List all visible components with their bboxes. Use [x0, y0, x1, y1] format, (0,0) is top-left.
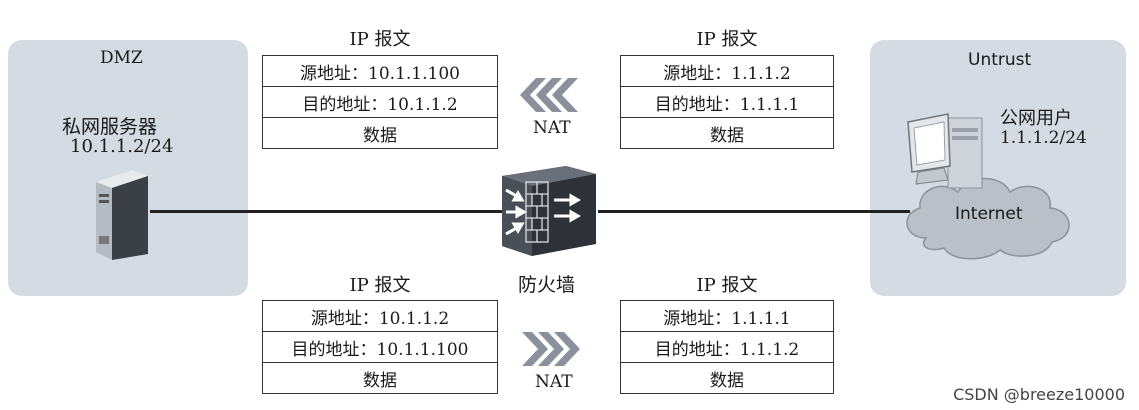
untrust-zone-title: Untrust: [968, 50, 1031, 70]
packet-data: 数据: [263, 363, 498, 394]
nat-left-arrow-icon: [518, 78, 582, 112]
packet-bottom-left: 源地址：10.1.1.2 目的地址：10.1.1.100 数据: [262, 300, 498, 394]
internet-label: Internet: [955, 204, 1023, 224]
packet-top-left: 源地址：10.1.1.100 目的地址：10.1.1.2 数据: [262, 55, 498, 149]
packet-destination-address: 目的地址：10.1.1.100: [263, 332, 498, 363]
dmz-zone-title: DMZ: [100, 48, 143, 68]
packet-source-address: 源地址：10.1.1.2: [263, 301, 498, 332]
packet-source-address: 源地址：10.1.1.100: [263, 56, 498, 87]
link-firewall-internet: [598, 210, 910, 213]
packet-destination-address: 目的地址：10.1.1.2: [263, 87, 498, 118]
public-user-ip: 1.1.1.2/24: [1000, 128, 1087, 148]
packet-top-right-title: IP 报文: [620, 25, 834, 51]
firewall-label: 防火墙: [518, 270, 575, 297]
packet-destination-address: 目的地址：1.1.1.2: [621, 332, 834, 363]
nat-bottom-label: NAT: [535, 372, 573, 392]
nat-top-label: NAT: [533, 118, 571, 138]
firewall-icon: [496, 160, 602, 260]
packet-source-address: 源地址：1.1.1.2: [621, 56, 834, 87]
watermark: CSDN @breeze10000: [953, 385, 1125, 404]
packet-top-left-title: IP 报文: [262, 25, 498, 51]
packet-data: 数据: [621, 363, 834, 394]
packet-data: 数据: [621, 118, 834, 149]
packet-bottom-left-title: IP 报文: [262, 271, 498, 297]
server-name: 私网服务器: [62, 112, 157, 139]
packet-bottom-right: 源地址：1.1.1.1 目的地址：1.1.1.2 数据: [620, 300, 834, 394]
packet-destination-address: 目的地址：1.1.1.1: [621, 87, 834, 118]
packet-data: 数据: [263, 118, 498, 149]
nat-right-arrow-icon: [520, 332, 584, 366]
packet-top-right: 源地址：1.1.1.2 目的地址：1.1.1.1 数据: [620, 55, 834, 149]
public-user-name: 公网用户: [1000, 104, 1072, 130]
server-icon: [88, 166, 154, 262]
server-ip: 10.1.1.2/24: [70, 136, 173, 157]
packet-bottom-right-title: IP 报文: [620, 271, 834, 297]
computer-icon: [904, 108, 988, 196]
link-server-firewall: [150, 210, 502, 213]
packet-source-address: 源地址：1.1.1.1: [621, 301, 834, 332]
